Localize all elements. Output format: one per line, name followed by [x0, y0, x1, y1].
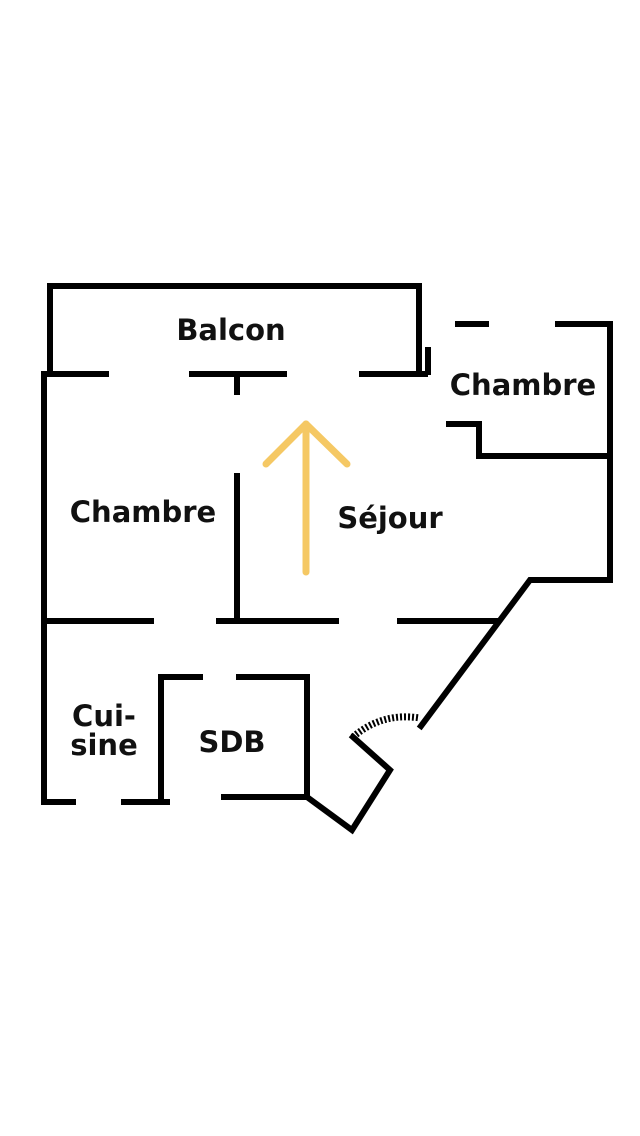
room-label-cuisine-line1: Cui-: [72, 699, 136, 733]
room-label-chambre-right: Chambre: [450, 368, 596, 402]
left-outer-wall: [41, 371, 76, 805]
room-label-sejour: Séjour: [337, 501, 443, 535]
entrance-walls: [302, 732, 394, 835]
door-swing-icon: [350, 713, 421, 740]
room-label-cuisine-line2: sine: [70, 728, 138, 762]
top-wall: [41, 371, 428, 395]
right-chambre-walls: [446, 321, 613, 583]
balcony-walls: [47, 283, 431, 375]
diagonal-east-wall: [416, 577, 613, 731]
up-arrow-icon: [262, 420, 351, 576]
room-label-chambre-left: Chambre: [70, 495, 216, 529]
cuisine-sdb-walls: [121, 674, 310, 805]
room-label-balcon: Balcon: [176, 313, 285, 347]
room-label-sdb: SDB: [198, 725, 265, 759]
